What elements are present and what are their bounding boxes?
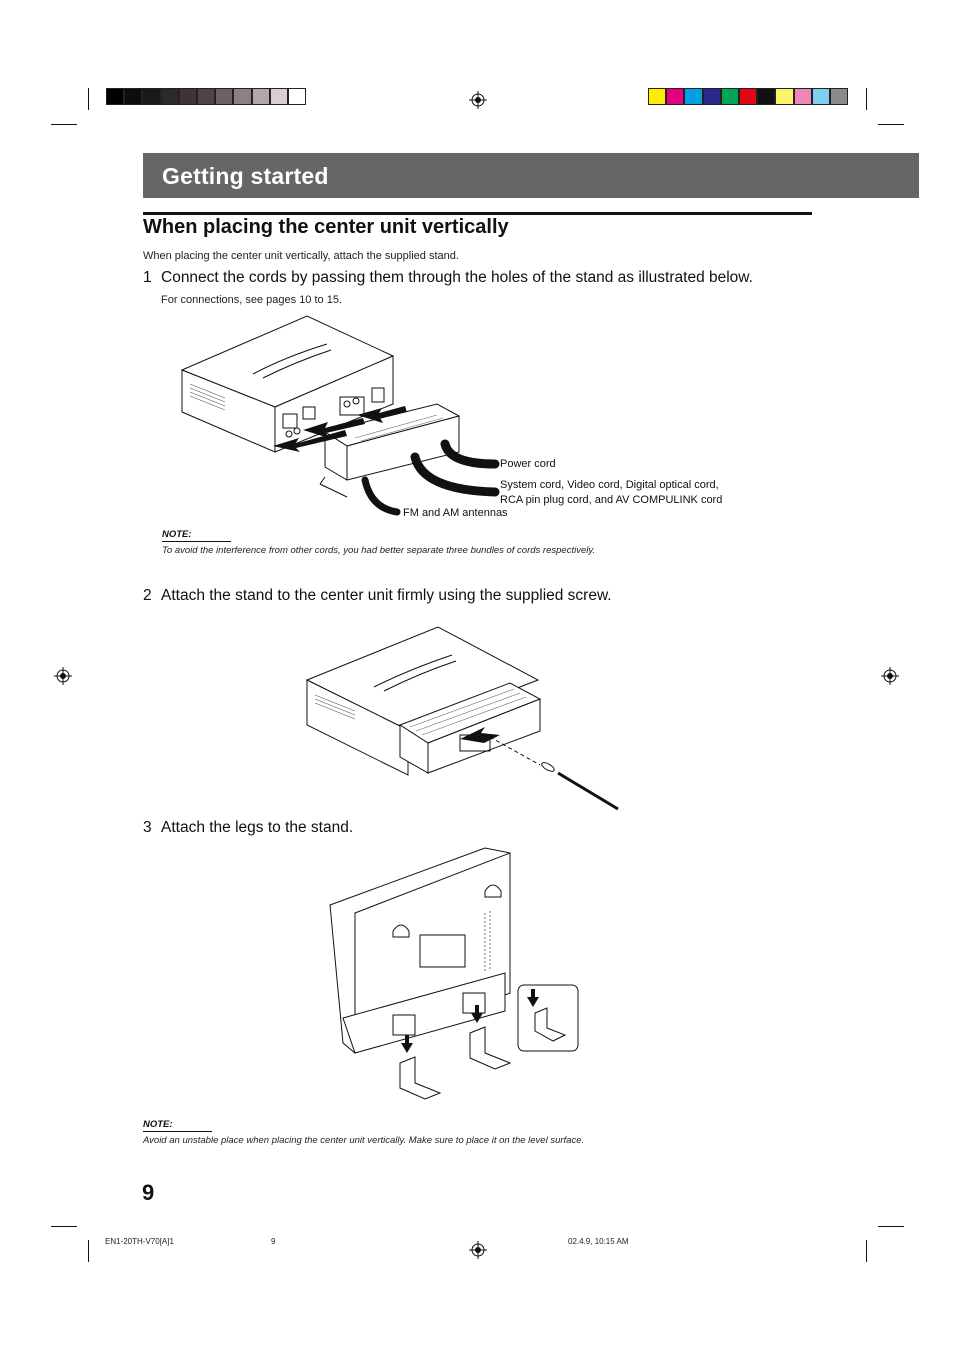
crop-mark [866, 88, 867, 110]
color-swatch [666, 88, 685, 105]
step-1-subnote: For connections, see pages 10 to 15. [161, 294, 343, 306]
crop-mark [51, 1226, 77, 1227]
footer-timestamp: 02.4.9, 10:15 AM [568, 1237, 629, 1246]
figure-cord-routing [180, 315, 500, 516]
color-swatch [775, 88, 794, 105]
registration-target-icon [881, 667, 899, 685]
figure-attach-legs [329, 847, 579, 1100]
color-swatch [739, 88, 758, 105]
color-swatch [757, 88, 776, 105]
gray-swatch [269, 88, 288, 105]
crop-mark [878, 1226, 904, 1227]
color-swatch [648, 88, 667, 105]
gray-swatch [197, 88, 216, 105]
note-2-text: Avoid an unstable place when placing the… [143, 1135, 585, 1146]
note-1-underline [162, 541, 231, 542]
registration-target-icon [54, 667, 72, 685]
section-rule [143, 212, 812, 215]
crop-mark [51, 124, 77, 125]
color-swatch [684, 88, 703, 105]
note-1-text: To avoid the interference from other cor… [162, 545, 596, 556]
footer-page: 9 [271, 1237, 276, 1246]
color-swatch [720, 88, 739, 105]
step-2: 2 Attach the stand to the center unit fir… [143, 587, 612, 605]
figure-attach-stand [305, 626, 619, 811]
registration-target-icon [469, 91, 487, 109]
gray-swatch [178, 88, 197, 105]
page-number: 9 [142, 1180, 155, 1205]
step-number: 1 [143, 269, 152, 286]
step-text: Attach the legs to the stand. [161, 819, 354, 836]
callout-system-cord-line2: RCA pin plug cord, and AV COMPULINK cord [500, 494, 723, 506]
note-2-label: NOTE: [143, 1119, 173, 1130]
crop-mark [878, 124, 904, 125]
step-text: Attach the stand to the center unit firm… [161, 587, 612, 604]
callout-system-cord-line1: System cord, Video cord, Digital optical… [500, 479, 719, 491]
gray-swatch [142, 88, 161, 105]
gray-swatch [160, 88, 179, 105]
header-title: Getting started [162, 163, 329, 189]
gray-swatch [124, 88, 143, 105]
step-1: 1 Connect the cords by passing them throu… [143, 269, 753, 287]
gray-swatch [233, 88, 252, 105]
gray-swatch [288, 88, 307, 105]
color-swatch [702, 88, 721, 105]
color-swatch [830, 88, 849, 105]
intro-text: When placing the center unit vertically,… [143, 250, 459, 262]
section-header-band: Getting started [143, 153, 919, 198]
crop-mark [88, 88, 89, 110]
gray-swatch [106, 88, 125, 105]
gray-swatch [251, 88, 270, 105]
footer-filename: EN1-20TH-V70[A]1 [105, 1237, 174, 1246]
callout-antennas: FM and AM antennas [403, 507, 508, 519]
step-number: 3 [143, 819, 152, 836]
color-swatch [811, 88, 830, 105]
step-3: 3 Attach the legs to the stand. [143, 819, 353, 837]
step-number: 2 [143, 587, 152, 604]
color-swatch [793, 88, 812, 105]
step-text: Connect the cords by passing them throug… [161, 269, 753, 286]
note-1-label: NOTE: [162, 529, 192, 540]
crop-mark [866, 1240, 867, 1262]
callout-power-cord: Power cord [500, 458, 556, 470]
gray-swatch [215, 88, 234, 105]
registration-target-icon [469, 1241, 487, 1259]
note-2-underline [143, 1131, 212, 1132]
crop-mark [88, 1240, 89, 1262]
page-title: When placing the center unit vertically [143, 216, 509, 238]
